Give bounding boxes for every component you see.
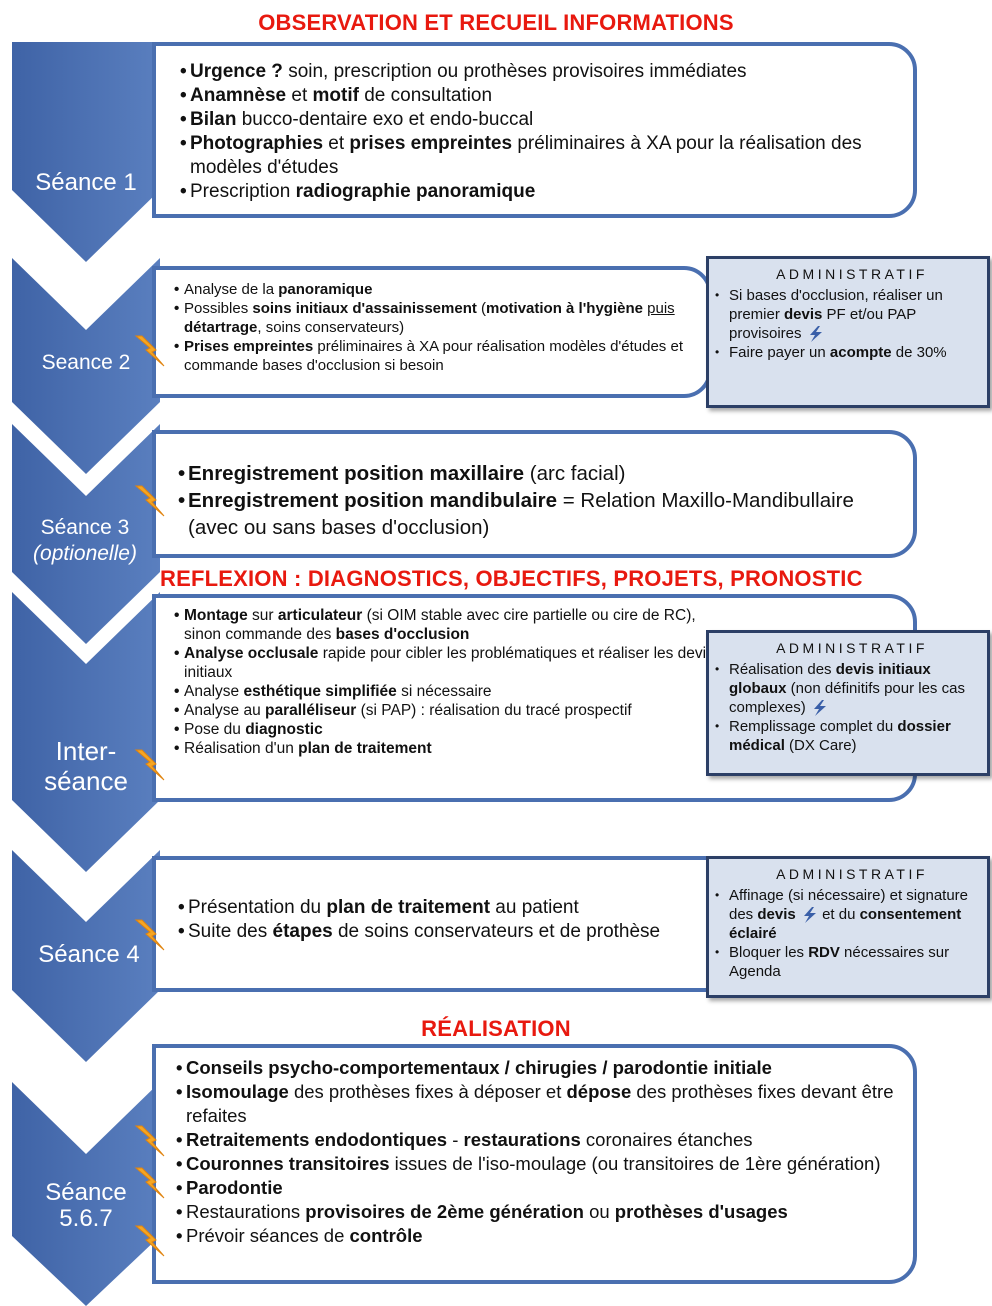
chevron-inter-seance (12, 592, 160, 872)
lightning-bolt-icon (809, 326, 822, 343)
s3-item-mandibulaire: Enregistrement position mandibulaire = R… (178, 487, 903, 541)
s3-item-maxillaire: Enregistrement position maxillaire (arc … (178, 460, 903, 487)
s5-item-controle: Prévoir séances de contrôle (176, 1224, 903, 1248)
s2-item-analyse: Analyse de la panoramique (174, 280, 704, 299)
chevron-seance-2 (12, 258, 160, 474)
stage-label-inter-seance: Inter- séance (14, 736, 158, 796)
stage-label-seance-3-title: Séance 3 (40, 516, 130, 539)
lightning-bolt-icon (813, 700, 826, 717)
lightning-bolt-icon (134, 1125, 165, 1157)
box-seance-5: Conseils psycho-comportementaux / chirug… (152, 1044, 917, 1284)
box-seance-2: Analyse de la panoramique Possibles soin… (152, 266, 712, 398)
s5-item-restaurations: Restaurations provisoires de 2ème généra… (176, 1200, 903, 1224)
s1-item-urgence: Urgence ? soin, prescription ou prothèse… (180, 60, 903, 84)
stage-label-seance-5-num: 5.6.7 (59, 1205, 113, 1232)
s5-item-isomoulage: Isomoulage des prothèses fixes à déposer… (176, 1080, 903, 1128)
stage-label-inter-2: séance (44, 766, 128, 796)
lightning-bolt-icon (134, 485, 165, 517)
s2-item-soins: Possibles soins initiaux d'assainissemen… (174, 299, 704, 337)
s5-item-couronnes: Couronnes transitoires issues de l'iso-m… (176, 1152, 903, 1176)
admin3-item-rdv: Bloquer les RDV nécessaires sur Agenda (715, 943, 981, 981)
s2-item-empreintes: Prises empreintes préliminaires à XA pou… (174, 337, 704, 375)
stage-label-seance-3: Séance 3 (optionelle) (10, 515, 160, 567)
inter-item-parallelisateur: Analyse au paralléliseur (si PAP) : réal… (174, 701, 714, 720)
lightning-bolt-icon (134, 1225, 165, 1257)
inter-item-plan: Réalisation d'un plan de traitement (174, 739, 714, 758)
stage-label-seance-5-title: Séance (45, 1179, 127, 1206)
admin-box-3: ADMINISTRATIF Affinage (si nécessaire) e… (706, 856, 990, 998)
admin3-item-affinage: Affinage (si nécessaire) et signature de… (715, 886, 981, 943)
chevron-seance-5 (12, 1082, 160, 1306)
title-observation: OBSERVATION ET RECUEIL INFORMATIONS (258, 10, 734, 35)
s1-item-photographies: Photographies et prises empreintes préli… (180, 132, 903, 180)
s4-item-etapes: Suite des étapes de soins conservateurs … (178, 920, 678, 944)
s1-item-bilan: Bilan bucco-dentaire exo et endo-buccal (180, 108, 903, 132)
admin2-item-devis: Réalisation des devis initiaux globaux (… (715, 660, 981, 717)
box-seance-3: Enregistrement position maxillaire (arc … (152, 430, 917, 558)
admin-heading-1: ADMINISTRATIF (776, 266, 928, 282)
stage-label-inter-1: Inter- (55, 736, 117, 766)
admin-heading-3: ADMINISTRATIF (776, 866, 928, 882)
admin1-item-devis: Si bases d'occlusion, réaliser un premie… (715, 286, 981, 343)
inter-item-diagnostic: Pose du diagnostic (174, 720, 714, 739)
s1-item-prescription: Prescription radiographie panoramique (180, 180, 903, 204)
lightning-bolt-icon (134, 1167, 165, 1199)
lightning-bolt-icon (803, 907, 816, 924)
admin1-item-acompte: Faire payer un acompte de 30% (715, 343, 981, 362)
admin-heading-2: ADMINISTRATIF (776, 640, 928, 656)
box-seance-1: Urgence ? soin, prescription ou prothèse… (152, 42, 917, 218)
s4-item-presentation: Présentation du plan de traitement au pa… (178, 896, 678, 920)
lightning-bolt-icon (134, 335, 165, 367)
lightning-bolt-icon (134, 749, 165, 781)
chevron-seance-3 (12, 424, 160, 644)
stage-label-seance-1: Séance 1 (35, 169, 137, 196)
stage-label-seance-2: Seance 2 (41, 351, 131, 374)
s1-item-anamnese: Anamnèse et motif de consultation (180, 84, 903, 108)
inter-item-esthetique: Analyse esthétique simplifiée si nécessa… (174, 682, 714, 701)
title-realisation: RÉALISATION (421, 1016, 571, 1041)
chevron-seance-1 (12, 42, 160, 262)
inter-item-occlusale: Analyse occlusale rapide pour cibler les… (174, 644, 714, 682)
inter-item-montage: Montage sur articulateur (si OIM stable … (174, 606, 714, 644)
title-reflexion: REFLEXION : DIAGNOSTICS, OBJECTIFS, PROJ… (160, 566, 863, 591)
stage-label-seance-3-sub: (optionelle) (33, 542, 137, 565)
chevron-seance-4 (12, 850, 160, 1062)
lightning-bolt-icon (134, 919, 165, 951)
admin2-item-dossier: Remplissage complet du dossier médical (… (715, 717, 981, 755)
s5-item-parodontie: Parodontie (176, 1176, 903, 1200)
s5-item-retraitements: Retraitements endodontiques - restaurati… (176, 1128, 903, 1152)
admin-box-2: ADMINISTRATIF Réalisation des devis init… (706, 630, 990, 776)
stage-label-seance-4: Séance 4 (38, 941, 140, 968)
s5-item-conseils: Conseils psycho-comportementaux / chirug… (176, 1056, 903, 1080)
stage-label-seance-5: Séance 5.6.7 (14, 1180, 158, 1232)
admin-box-1: ADMINISTRATIF Si bases d'occlusion, réal… (706, 256, 990, 408)
